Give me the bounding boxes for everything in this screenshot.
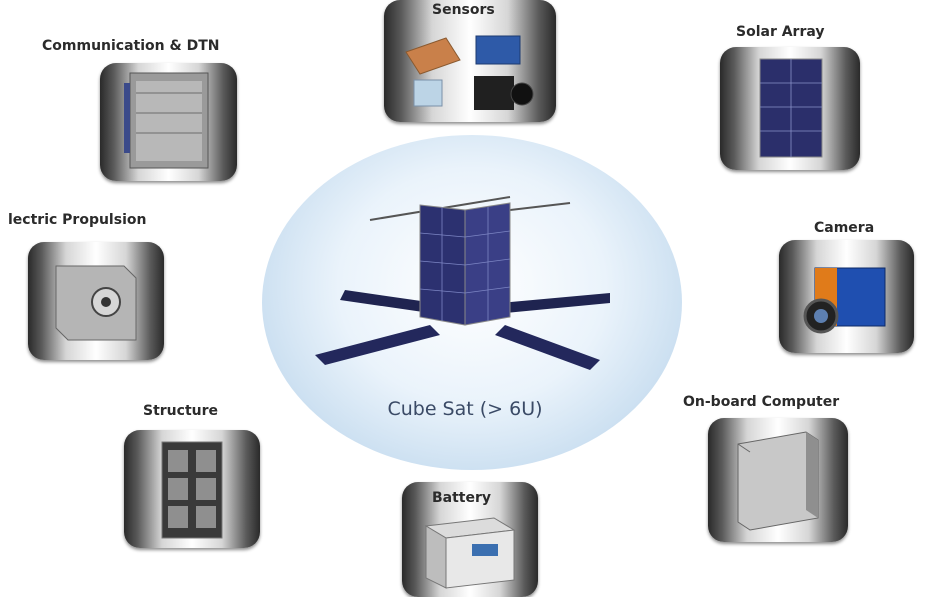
communication-tile <box>100 63 237 181</box>
camera-tile <box>779 240 914 353</box>
cubesat-label: Cube Sat (> 6U) <box>387 398 543 420</box>
communication-module-icon <box>124 72 209 169</box>
cubesat-icon <box>315 196 610 370</box>
solar-array-tile <box>720 47 860 170</box>
solar-array-icon <box>759 58 823 158</box>
structure-tile <box>124 430 260 548</box>
sensors-icon <box>405 35 534 110</box>
battery-icon <box>424 517 516 589</box>
computer-module-icon <box>737 431 819 531</box>
thruster-icon <box>55 265 137 341</box>
communication-label: Communication & DTN <box>42 38 220 54</box>
obc-tile <box>708 418 848 542</box>
camera-icon <box>803 267 886 334</box>
battery-tile: Battery <box>402 482 538 597</box>
obc-label: On-board Computer <box>683 394 840 410</box>
structure-label: Structure <box>143 403 219 419</box>
propulsion-tile <box>28 242 164 360</box>
sensors-tile: Sensors <box>384 0 556 122</box>
solar-array-label: Solar Array <box>736 24 825 40</box>
camera-label: Camera <box>814 220 875 236</box>
battery-label: Battery <box>432 490 492 506</box>
sensors-label: Sensors <box>432 2 495 18</box>
frame-icon <box>161 441 223 539</box>
propulsion-label: lectric Propulsion <box>8 212 147 228</box>
